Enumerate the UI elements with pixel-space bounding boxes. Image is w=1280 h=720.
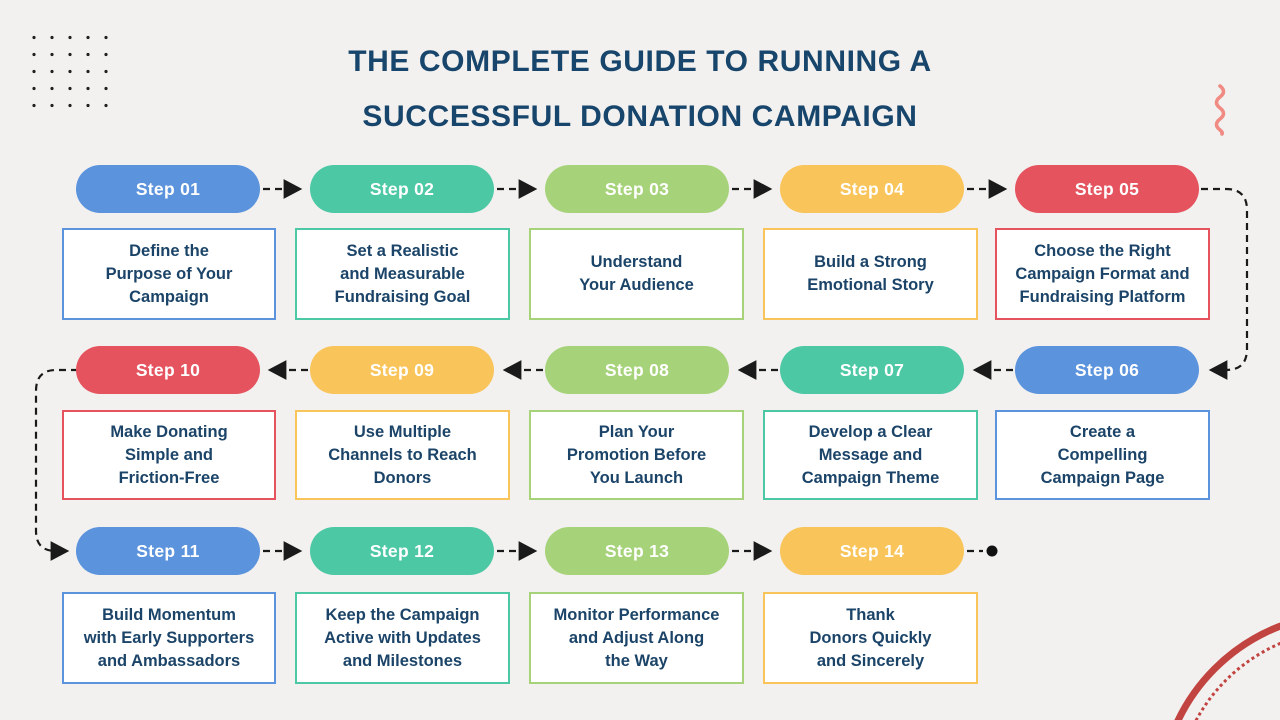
step-09-label: Step 09	[369, 359, 435, 380]
step-01-label: Step 01	[135, 178, 201, 199]
step-07-label: Step 07	[839, 359, 905, 380]
step-04-pill: Step 04	[780, 165, 964, 213]
step-07-description: Develop a Clear Message and Campaign The…	[801, 422, 940, 487]
step-08-description: Plan Your Promotion Before You Launch	[566, 422, 707, 487]
step-03-description: Understand Your Audience	[579, 253, 694, 294]
step-02-pill: Step 02	[310, 165, 494, 213]
step-06-label: Step 06	[1074, 359, 1140, 380]
step-07-pill: Step 07	[780, 346, 964, 394]
step-14-description: Thank Donors Quickly and Sincerely	[809, 605, 932, 670]
step-10-label: Step 10	[135, 359, 201, 380]
step-10-description: Make Donating Simple and Friction-Free	[110, 422, 228, 487]
step-03-pill: Step 03	[545, 165, 729, 213]
step-01-card: Define the Purpose of Your Campaign	[62, 228, 276, 320]
step-11-card: Build Momentum with Early Supporters and…	[62, 592, 276, 684]
step-10-card: Make Donating Simple and Friction-Free	[62, 410, 276, 500]
step-09-card: Use Multiple Channels to Reach Donors	[295, 410, 510, 500]
step-07-card: Develop a Clear Message and Campaign The…	[763, 410, 978, 500]
step-03-label: Step 03	[604, 178, 670, 199]
step-05-pill: Step 05	[1015, 165, 1199, 213]
step-08-label: Step 08	[604, 359, 670, 380]
step-13-label: Step 13	[604, 540, 670, 561]
end-dot	[986, 545, 998, 557]
squiggle-icon	[1214, 84, 1226, 136]
step-04-label: Step 04	[839, 178, 905, 199]
step-09-description: Use Multiple Channels to Reach Donors	[328, 422, 477, 487]
step-02-label: Step 02	[369, 178, 435, 199]
step-08-card: Plan Your Promotion Before You Launch	[529, 410, 744, 500]
step-06-description: Create a Compelling Campaign Page	[1040, 422, 1165, 487]
step-14-label: Step 14	[839, 540, 905, 561]
step-11-label: Step 11	[136, 540, 200, 561]
step-10-pill: Step 10	[76, 346, 260, 394]
step-14-pill: Step 14	[780, 527, 964, 575]
step-05-description: Choose the Right Campaign Format and Fun…	[1015, 241, 1190, 306]
step-02-description: Set a Realistic and Measurable Fundraisi…	[334, 241, 471, 306]
step-14-card: Thank Donors Quickly and Sincerely	[763, 592, 978, 684]
step-13-pill: Step 13	[545, 527, 729, 575]
step-09-pill: Step 09	[310, 346, 494, 394]
step-01-pill: Step 01	[76, 165, 260, 213]
step-12-pill: Step 12	[310, 527, 494, 575]
step-06-card: Create a Compelling Campaign Page	[995, 410, 1210, 500]
step-11-pill: Step 11	[76, 527, 260, 575]
step-06-pill: Step 06	[1015, 346, 1199, 394]
page-title-line2: SUCCESSFUL DONATION CAMPAIGN	[362, 100, 918, 133]
step-08-pill: Step 08	[545, 346, 729, 394]
step-12-card: Keep the Campaign Active with Updates an…	[295, 592, 510, 684]
step-11-description: Build Momentum with Early Supporters and…	[83, 605, 255, 670]
step-12-label: Step 12	[369, 540, 435, 561]
step-13-card: Monitor Performance and Adjust Along the…	[529, 592, 744, 684]
step-02-card: Set a Realistic and Measurable Fundraisi…	[295, 228, 510, 320]
step-04-card: Build a Strong Emotional Story	[763, 228, 978, 320]
page-title: THE COMPLETE GUIDE TO RUNNING A SUCCESSF…	[0, 34, 1280, 144]
dots-grid-decoration	[22, 26, 110, 108]
step-05-label: Step 05	[1074, 178, 1140, 199]
step-04-description: Build a Strong Emotional Story	[807, 253, 934, 294]
page-title-line1: THE COMPLETE GUIDE TO RUNNING A	[348, 45, 932, 78]
step-01-description: Define the Purpose of Your Campaign	[105, 241, 233, 306]
step-03-card: Understand Your Audience	[529, 228, 744, 320]
step-12-description: Keep the Campaign Active with Updates an…	[324, 605, 481, 670]
step-05-card: Choose the Right Campaign Format and Fun…	[995, 228, 1210, 320]
step-13-description: Monitor Performance and Adjust Along the…	[553, 605, 720, 670]
